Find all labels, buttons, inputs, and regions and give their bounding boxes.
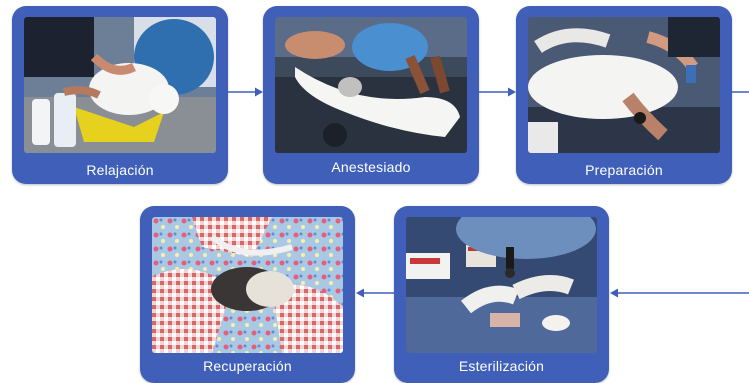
cat-recovering-in-blanket-photo — [152, 217, 343, 353]
arrow-incoming-to-step4 — [609, 287, 749, 299]
step-label: Recuperación — [140, 358, 355, 374]
step-label: Relajación — [12, 162, 228, 178]
step-label: Esterilización — [394, 358, 609, 374]
step-card-recuperacion: Recuperación — [140, 206, 355, 383]
arrow-step3-offscreen — [732, 86, 749, 98]
step-card-anestesiado: Anestesiado — [263, 6, 479, 184]
surgery-photo — [406, 217, 597, 353]
arrow-step1-to-step2 — [228, 86, 264, 98]
arrow-step4-to-step5 — [355, 287, 395, 299]
step-card-preparacion: Preparación — [516, 6, 732, 184]
cat-being-held-photo — [24, 17, 216, 153]
step-label: Preparación — [516, 162, 732, 178]
arrow-step2-to-step3 — [479, 86, 517, 98]
step-card-esterilizacion: Esterilización — [394, 206, 609, 383]
step-card-relajacion: Relajación — [12, 6, 228, 184]
step-label: Anestesiado — [263, 159, 479, 175]
anesthetized-cat-photo — [275, 17, 467, 153]
cat-shaving-photo — [528, 17, 720, 153]
